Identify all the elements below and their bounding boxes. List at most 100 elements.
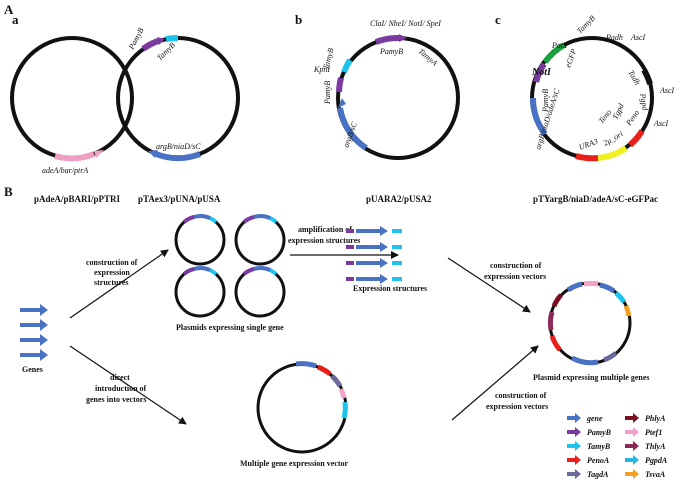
single-plasmid-terminator — [269, 216, 278, 224]
plasmid-a1-name: pAdeA/pBARI/pPTRI — [34, 194, 121, 204]
b-kpn-label: KpnI — [313, 65, 330, 74]
legend-label: PenoA — [587, 456, 610, 465]
panel-label-b: b — [295, 12, 302, 27]
legend-swatch — [625, 441, 639, 451]
b-pamyB-top-label: PamyB — [379, 47, 403, 56]
c-ura3-segment — [575, 153, 599, 162]
vector-segment-gene — [295, 361, 317, 369]
expression-structures-label: Expression structures — [353, 284, 427, 293]
single-plasmid-promoter — [182, 215, 195, 224]
c-egfp-label: eGFP — [563, 48, 578, 69]
vector-segment-ptef1 — [338, 387, 347, 399]
legend-label: PgpdA — [645, 456, 668, 465]
c-pamyB-label: PamyB — [541, 89, 550, 113]
legend-swatch — [625, 427, 639, 437]
direct-2: introduction of — [95, 384, 147, 393]
vector-segment-tagdA — [330, 374, 343, 388]
panel-label-A: A — [4, 2, 14, 17]
multi-segment-tagdA — [603, 351, 618, 363]
legend-swatch — [625, 455, 639, 465]
legend-swatch — [625, 469, 639, 479]
direct-1: direct — [110, 373, 130, 382]
multi-segment-penoA — [549, 335, 562, 352]
arrow-to-single-plasmids — [69, 249, 169, 319]
plasmid-c-name: pTYargB/niaD/adeA/sC-eGFPac — [533, 194, 658, 204]
argB-segment — [154, 151, 202, 162]
c-padh-segment — [641, 68, 653, 85]
multiple-vector-label: Multiple gene expression vector — [240, 459, 349, 468]
panel-label-a: a — [12, 12, 19, 27]
expr-promoter — [346, 229, 354, 233]
expr-gene — [356, 258, 388, 268]
adeA-arrowhead — [94, 150, 104, 158]
panel-label-c: c — [495, 12, 501, 27]
arrow-direct-introduction — [69, 345, 187, 425]
single-plasmid-terminator — [209, 268, 218, 276]
construction-vectors-top-2: expression vectors — [484, 272, 546, 281]
plasmid-a2-name: pTAex3/pUNA/pUSA — [138, 194, 221, 204]
expr-terminator — [392, 245, 402, 249]
multiple-gene-vector — [256, 361, 348, 454]
tamyB-segment — [165, 34, 179, 42]
adeA-label: adeA/bar/ptrA — [42, 166, 88, 175]
vector-segment-penoA — [317, 364, 332, 376]
multi-segment-gene — [566, 281, 583, 293]
construction-structures-1: construction of — [86, 258, 138, 267]
b-tamyB-segment — [341, 58, 353, 74]
adeA-segment — [54, 151, 96, 162]
gene-arrow — [20, 334, 48, 346]
expr-promoter — [346, 245, 354, 249]
argB-arrowhead — [148, 150, 158, 158]
single-plasmid-promoter — [182, 267, 195, 276]
single-plasmid-gene — [193, 214, 211, 220]
legend-swatch — [567, 427, 581, 437]
legend-label: PhlyA — [645, 414, 666, 423]
single-plasmid — [234, 214, 286, 266]
legend-swatch — [625, 413, 639, 423]
c-padh-label: Padh — [605, 33, 623, 42]
single-plasmid-gene — [253, 214, 271, 220]
gene-arrow — [20, 304, 48, 316]
c-tadh-label: Tadh — [626, 69, 642, 87]
genes-arrows — [20, 304, 48, 361]
b-sites-label: ClaI/ NheI/ NotI/ SpeI — [370, 19, 441, 28]
legend-label: gene — [586, 414, 603, 423]
vector-segment-pgpdA — [341, 401, 348, 419]
plasmids-single-label: Plasmids expressing single gene — [176, 323, 284, 332]
construction-structures-3: structures — [94, 278, 129, 287]
legend-label: PamyB — [587, 428, 612, 437]
gene-arrow — [20, 349, 48, 361]
legend-label: TsvaA — [645, 470, 666, 479]
single-plasmid-terminator — [269, 268, 278, 276]
single-plasmid — [234, 266, 286, 318]
direct-3: genes into vectors — [86, 395, 146, 404]
single-plasmid — [174, 266, 226, 318]
c-not-label: NotI — [531, 67, 552, 78]
legend-label: ThlyA — [645, 442, 666, 451]
expression-structures — [346, 226, 402, 284]
plasmid-multiple-label: Plasmid expressing multiple genes — [533, 373, 650, 382]
multi-gene-plasmid — [547, 280, 632, 366]
b-pamyB-left-segment — [336, 77, 344, 93]
expr-gene — [356, 274, 388, 284]
argB-label: argB/niaD/sC — [156, 142, 201, 151]
construction-structures-2: expression — [94, 268, 130, 277]
c-asc2-label: AscI — [659, 86, 675, 95]
expr-terminator — [392, 277, 402, 281]
multi-segment-gene — [599, 282, 616, 294]
multi-segment-thlyA — [547, 311, 555, 331]
expr-terminator — [392, 261, 402, 265]
c-asc1-label: AscI — [630, 33, 646, 42]
gene-arrow — [20, 319, 48, 331]
single-plasmid — [174, 214, 226, 266]
legend-swatch — [567, 469, 581, 479]
b-gene-arrowhead — [338, 98, 346, 108]
legend-swatch — [567, 413, 581, 423]
single-gene-plasmids — [174, 214, 286, 318]
multi-segment-gene — [570, 355, 599, 366]
expr-promoter — [346, 261, 354, 265]
amplification-2: expression structures — [288, 236, 360, 245]
c-pgpd-label: Pgpd — [638, 92, 650, 112]
